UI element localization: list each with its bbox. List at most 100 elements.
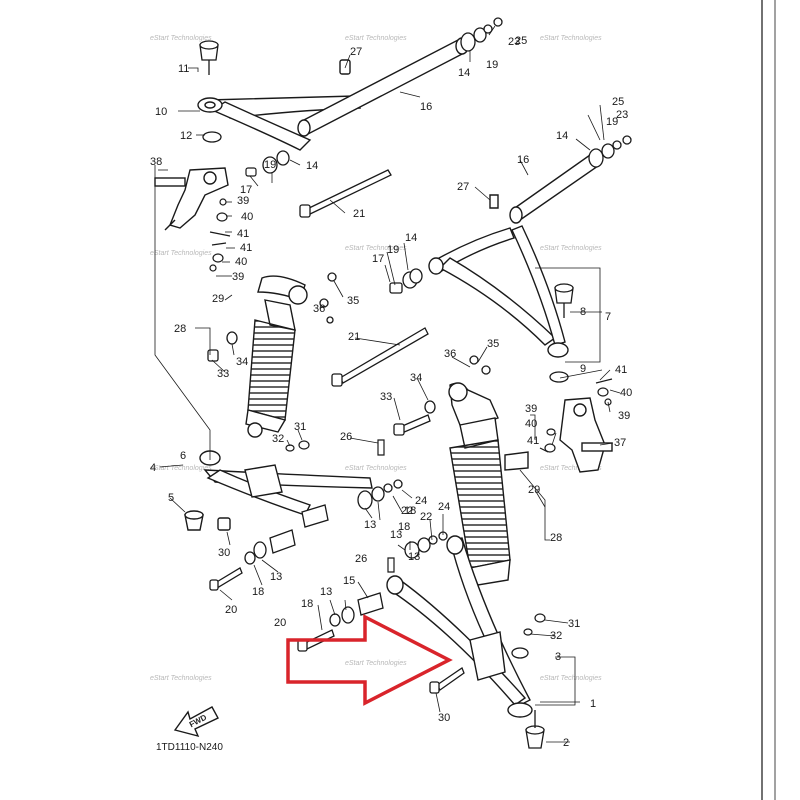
callout-label: 18 [398, 521, 410, 533]
callout-label: 36 [444, 348, 456, 360]
callout-label: 21 [348, 331, 360, 343]
callout-label: 8 [580, 306, 586, 318]
callout-label: 5 [168, 492, 174, 504]
callout-label: 13 [320, 586, 332, 598]
bolt-upper-left [299, 169, 392, 218]
callout-label: 31 [294, 421, 306, 433]
callout-label: 20 [274, 617, 286, 629]
callout-label: 39 [232, 271, 244, 283]
svg-text:eStart Technologies: eStart Technologies [345, 35, 407, 42]
callout-label: 16 [420, 101, 432, 113]
callout-label: 13 [270, 571, 282, 583]
callout-label: 33 [217, 368, 229, 380]
callout-label: 27 [350, 46, 362, 58]
svg-text:eStart Technologies: eStart Technologies [540, 465, 602, 472]
callout-label: 37 [614, 437, 626, 449]
bushings-upper-right [588, 135, 632, 168]
callout-label: 14 [556, 130, 568, 142]
callout-label: 19 [387, 244, 399, 256]
knuckle-left [154, 167, 229, 231]
callout-label: 23 [616, 109, 628, 121]
callout-label: 40 [525, 418, 537, 430]
callout-label: 39 [237, 195, 249, 207]
bolt-20-left [209, 567, 243, 591]
callout-label: 12 [180, 130, 192, 142]
callout-label: 41 [615, 364, 627, 376]
callout-label: 29 [212, 293, 224, 305]
svg-text:eStart Technologies: eStart Technologies [540, 245, 602, 252]
callout-label: 18 [252, 586, 264, 598]
callout-label: 25 [612, 96, 624, 108]
svg-text:eStart Technologies: eStart Technologies [150, 35, 212, 42]
callout-label: 6 [180, 450, 186, 462]
bolts-right-33-34 [207, 298, 491, 436]
lower-left-arm [184, 450, 373, 531]
upper-right-arm [428, 194, 569, 358]
highlight-arrow [286, 614, 453, 706]
callout-label: 28 [174, 323, 186, 335]
callout-label: 22 [401, 505, 413, 517]
callout-label: 3 [555, 651, 561, 663]
callout-label: 39 [525, 403, 537, 415]
callout-label: 16 [517, 154, 529, 166]
callout-label: 36 [313, 303, 325, 315]
callout-label: 21 [353, 208, 365, 220]
callout-label: 18 [404, 505, 416, 517]
bolt-30-right [429, 667, 465, 694]
callout-label: 9 [580, 363, 586, 375]
svg-text:eStart Technologies: eStart Technologies [345, 245, 407, 252]
callout-label: 15 [343, 575, 355, 587]
callout-label: 20 [225, 604, 237, 616]
nut-31-32-right [523, 613, 546, 636]
callout-label: 34 [236, 356, 248, 368]
drawing-code: 1TD1110-N240 [156, 742, 223, 753]
svg-text:eStart Technologies: eStart Technologies [345, 660, 407, 667]
bushings-top [262, 17, 503, 174]
upper-right-ball-joint [549, 283, 574, 383]
callout-label: 19 [606, 116, 618, 128]
pivot-shaft-upper-left [297, 37, 469, 137]
svg-text:eStart Technologies: eStart Technologies [540, 35, 602, 42]
callout-label: 38 [150, 156, 162, 168]
callout-label: 22 [420, 511, 432, 523]
callout-label: 35 [347, 295, 359, 307]
svg-text:eStart Technologies: eStart Technologies [345, 465, 407, 472]
callout-label: 26 [340, 431, 352, 443]
callout-label: 11 [178, 63, 189, 75]
callout-label: 30 [438, 712, 450, 724]
svg-text:eStart Technologies: eStart Technologies [150, 675, 212, 682]
callout-label: 17 [372, 253, 384, 265]
callout-label: 13 [408, 551, 420, 563]
bushings-lower-right [329, 531, 448, 627]
knuckle-right [559, 397, 613, 473]
callout-label: 13 [364, 519, 376, 531]
callout-label: 19 [264, 159, 276, 171]
callout-label: 27 [457, 181, 469, 193]
bushings-lower-left [244, 479, 403, 565]
callout-label: 34 [410, 372, 422, 384]
small-bolts-middle [285, 439, 395, 573]
callout-label: 19 [486, 59, 498, 71]
watermarks: eStart Technologies eStart Technologies … [150, 35, 602, 682]
callout-label: 28 [550, 532, 562, 544]
lower-right-arm [386, 535, 533, 718]
callout-label: 1 [590, 698, 596, 710]
callout-label: 40 [235, 256, 247, 268]
callout-label: 30 [218, 547, 230, 559]
callout-label: 7 [605, 311, 611, 323]
callout-label: 26 [355, 553, 367, 565]
svg-text:eStart Technologies: eStart Technologies [540, 675, 602, 682]
callout-label: 10 [155, 106, 167, 118]
svg-text:eStart Technologies: eStart Technologies [150, 465, 212, 472]
callout-label: 35 [487, 338, 499, 350]
callout-label: 41 [240, 242, 252, 254]
callout-label: 29 [528, 484, 540, 496]
callout-label: 31 [568, 618, 580, 630]
pivot-shaft-upper-right [509, 154, 599, 224]
callout-label: 40 [620, 387, 632, 399]
bushings-middle [327, 268, 423, 294]
callout-label: 14 [458, 67, 470, 79]
callout-label: 40 [241, 211, 253, 223]
callout-label: 23 [508, 36, 520, 48]
